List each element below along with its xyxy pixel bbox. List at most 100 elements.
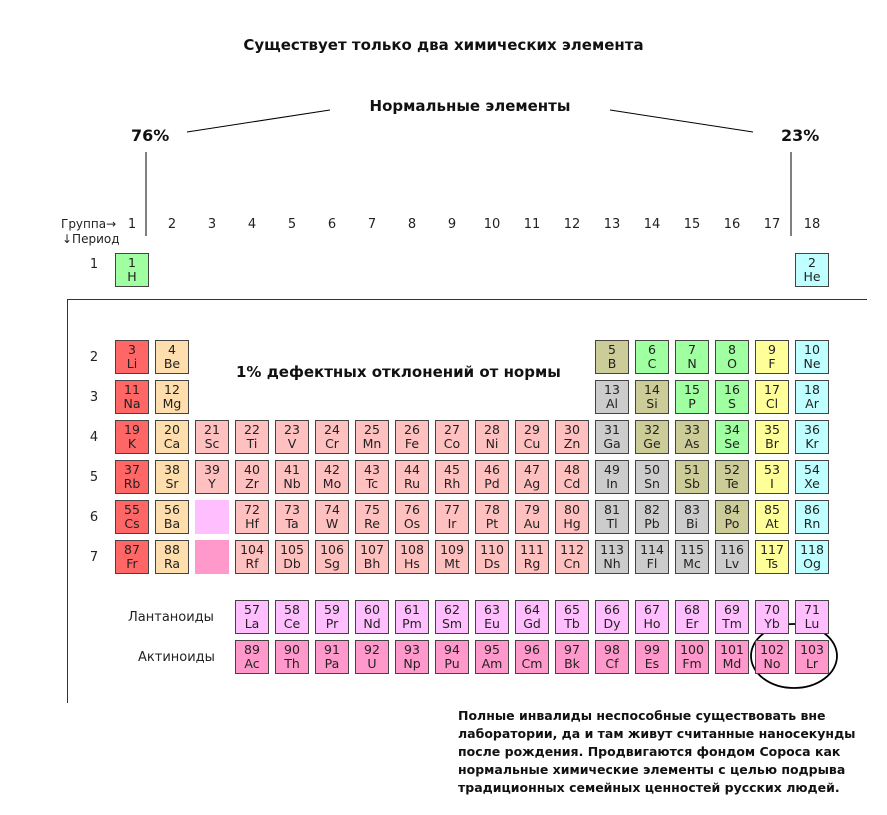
element-symbol: Bi: [685, 516, 699, 531]
group-number: 3: [207, 217, 217, 232]
element-symbol: F: [768, 356, 776, 371]
element-number: 32: [644, 422, 660, 437]
element-symbol: Lu: [804, 616, 820, 631]
element-symbol: La: [244, 616, 260, 631]
group-number: 14: [643, 217, 661, 232]
element-number: 61: [404, 602, 420, 617]
element-symbol: At: [765, 516, 779, 531]
element-number: 93: [404, 642, 420, 657]
element-number: 85: [764, 502, 780, 517]
element-number: 53: [764, 462, 780, 477]
element-symbol: Mt: [444, 556, 460, 571]
element-number: 45: [444, 462, 460, 477]
element-symbol: Be: [163, 356, 181, 371]
element-symbol: As: [684, 436, 700, 451]
placeholder-cell: [195, 540, 229, 574]
element-symbol: Sm: [441, 616, 463, 631]
element-number: 35: [764, 422, 780, 437]
element-symbol: Sb: [684, 476, 700, 491]
group-number: 1: [127, 217, 137, 232]
element-symbol: Ar: [805, 396, 819, 411]
element-number: 116: [720, 542, 744, 557]
element-number: 92: [364, 642, 380, 657]
element-number: 100: [680, 642, 704, 657]
element-number: 10: [804, 342, 820, 357]
element-symbol: Pm: [402, 616, 422, 631]
lanthanides-label: Лантаноиды: [128, 610, 214, 625]
group-number: 8: [407, 217, 417, 232]
element-number: 21: [204, 422, 220, 437]
element-symbol: Fl: [646, 556, 658, 571]
placeholder-cell: [195, 500, 229, 534]
element-symbol: Hg: [563, 516, 581, 531]
element-number: 51: [684, 462, 700, 477]
element-symbol: Cr: [325, 436, 339, 451]
element-symbol: Ce: [283, 616, 301, 631]
element-symbol: Ts: [765, 556, 779, 571]
element-number: 28: [484, 422, 500, 437]
element-symbol: Mo: [322, 476, 342, 491]
element-symbol: W: [325, 516, 339, 531]
element-number: 42: [324, 462, 340, 477]
element-number: 20: [164, 422, 180, 437]
element-number: 59: [324, 602, 340, 617]
element-number: 101: [720, 642, 744, 657]
element-symbol: Ho: [643, 616, 661, 631]
element-number: 99: [644, 642, 660, 657]
right-pointer-line: [609, 109, 754, 133]
element-symbol: Md: [722, 656, 742, 671]
element-number: 26: [404, 422, 420, 437]
element-number: 55: [124, 502, 140, 517]
group-number: 10: [483, 217, 501, 232]
element-number: 79: [524, 502, 540, 517]
element-number: 68: [684, 602, 700, 617]
group-axis-label: Группа→: [61, 217, 117, 231]
period-number: 1: [89, 257, 99, 272]
element-symbol: B: [607, 356, 617, 371]
element-number: 52: [724, 462, 740, 477]
element-number: 23: [284, 422, 300, 437]
element-symbol: Pd: [484, 476, 500, 491]
element-number: 98: [604, 642, 620, 657]
group-number: 6: [327, 217, 337, 232]
element-symbol: Xe: [804, 476, 820, 491]
element-symbol: Ne: [803, 356, 821, 371]
element-number: 34: [724, 422, 740, 437]
element-symbol: Nh: [603, 556, 621, 571]
element-symbol: Y: [208, 476, 216, 491]
element-symbol: Pa: [324, 656, 340, 671]
element-symbol: Ba: [163, 516, 181, 531]
